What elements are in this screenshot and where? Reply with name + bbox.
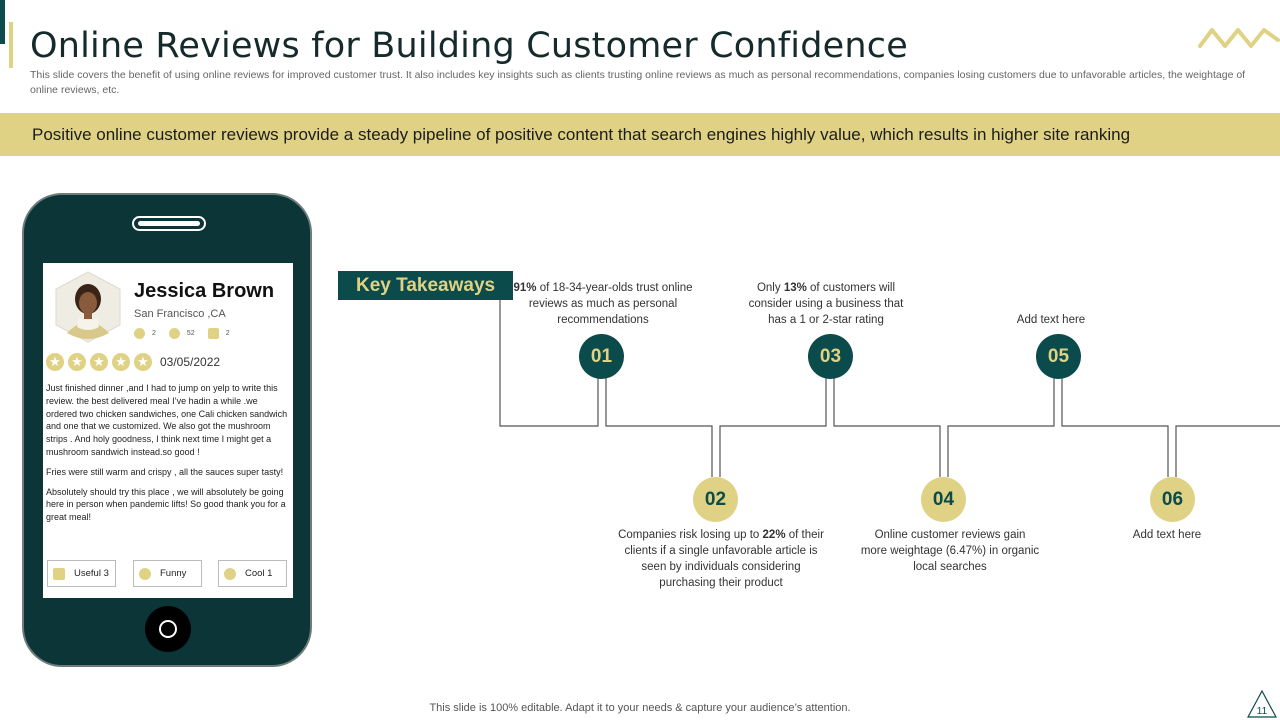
takeaway-text: of customers will consider using a busin…	[748, 282, 904, 326]
slide-footer: This slide is 100% editable. Adapt it to…	[429, 702, 851, 714]
takeaway-text: of 18-34-year-olds trust online reviews …	[528, 282, 693, 326]
cool-button[interactable]: Cool 1	[218, 560, 287, 587]
takeaway-node-03: 03	[808, 334, 853, 379]
takeaway-caption-05: Add text here	[966, 312, 1136, 328]
bulb-icon	[53, 567, 65, 580]
cool-label: Cool 1	[245, 568, 273, 579]
review-date: 03/05/2022	[160, 355, 221, 369]
takeaway-highlight: 22%	[762, 529, 786, 541]
reviewer-avatar	[55, 271, 121, 343]
takeaway-prefix: Companies risk losing up to	[618, 529, 763, 541]
phone-home-button	[145, 606, 191, 652]
takeaway-caption-04: Online customer reviews gain more weight…	[860, 527, 1040, 575]
takeaway-text: Online customer reviews gain more weight…	[860, 529, 1040, 573]
star-rating: ★ ★ ★ ★ ★	[46, 353, 152, 371]
reviewer-location: San Francisco ,CA	[134, 308, 226, 320]
phone-mockup: Jessica Brown San Francisco ,CA 2 52 2 ★…	[22, 193, 312, 667]
smile-icon	[139, 567, 151, 580]
takeaway-node-01: 01	[579, 334, 624, 379]
page-number: 11	[1257, 706, 1268, 717]
funny-label: Funny	[160, 568, 187, 579]
star-icon: ★	[46, 353, 64, 371]
zigzag-decoration-icon	[1198, 28, 1280, 48]
star-icon: ★	[134, 353, 152, 371]
cool-face-icon	[224, 567, 236, 580]
slide-subtitle: This slide covers the benefit of using o…	[30, 69, 1246, 96]
takeaway-highlight: 13%	[783, 282, 807, 294]
review-card: Jessica Brown San Francisco ,CA 2 52 2 ★…	[43, 263, 293, 598]
friends-icon	[134, 327, 145, 339]
review-paragraph: Fries were still warm and crispy , all t…	[46, 466, 284, 477]
funny-button[interactable]: Funny	[133, 560, 202, 587]
corner-accent	[0, 0, 5, 44]
star-badge-icon	[168, 327, 180, 339]
takeaway-text: Add text here	[1016, 314, 1086, 326]
takeaway-caption-02: Companies risk losing up to 22% of their…	[612, 527, 830, 591]
review-body: Just finished dinner ,and I had to jump …	[46, 382, 288, 531]
takeaway-node-05: 05	[1036, 334, 1081, 379]
takeaway-prefix: Only	[756, 282, 784, 294]
banner-text: Positive online customer reviews provide…	[32, 125, 1131, 144]
key-takeaways-header: Key Takeaways	[338, 271, 513, 300]
takeaway-node-06: 06	[1150, 477, 1195, 522]
slide-title: Online Reviews for Building Customer Con…	[30, 26, 908, 66]
reviewer-stats: 2 52 2	[134, 326, 243, 340]
friends-count: 2	[152, 329, 156, 337]
takeaway-node-02: 02	[693, 477, 738, 522]
review-paragraph: Absolutely should try this place , we wi…	[46, 486, 286, 523]
photo-icon	[207, 327, 219, 339]
reviews-count: 52	[186, 329, 195, 337]
phone-speaker	[132, 216, 206, 231]
reviewer-name: Jessica Brown	[134, 280, 275, 302]
takeaway-node-04: 04	[921, 477, 966, 522]
title-accent-bar	[9, 22, 13, 68]
useful-label: Useful 3	[74, 568, 109, 579]
takeaway-caption-01: 91% of 18-34-year-olds trust online revi…	[498, 280, 708, 328]
star-icon: ★	[68, 353, 86, 371]
star-icon: ★	[112, 353, 130, 371]
photos-count: 2	[225, 329, 230, 337]
takeaway-text: of their clients if a single unfavorable…	[624, 529, 824, 589]
highlight-banner: Positive online customer reviews provide…	[0, 113, 1280, 156]
star-icon: ★	[90, 353, 108, 371]
takeaway-caption-03: Only 13% of customers will consider usin…	[740, 280, 912, 328]
useful-button[interactable]: Useful 3	[47, 560, 116, 587]
takeaway-caption-06: Add text here	[1082, 527, 1252, 543]
takeaway-highlight: 91%	[513, 282, 537, 294]
takeaway-text: Add text here	[1132, 529, 1202, 541]
review-paragraph: Just finished dinner ,and I had to jump …	[46, 383, 288, 457]
page-number-badge: 11	[1246, 689, 1278, 718]
